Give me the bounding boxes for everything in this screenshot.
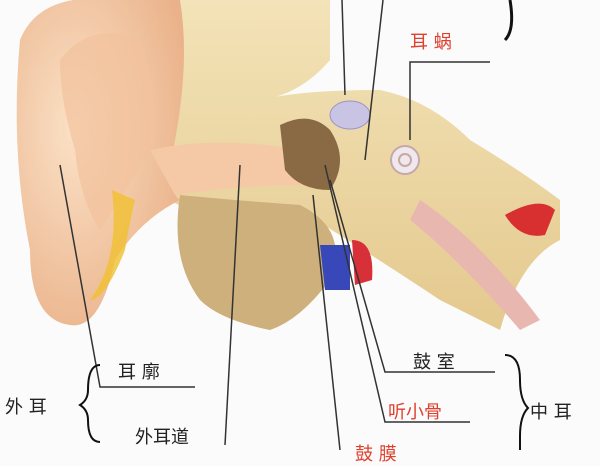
label-tympanic-cavity: 鼓 室 [413,352,455,373]
cochlea-shape [390,145,420,175]
label-auricle: 耳 廓 [118,362,160,383]
label-cochlea: 耳 蜗 [410,32,452,53]
soft-tissue [177,195,336,330]
outer-ear-bracket [78,364,101,443]
ear-canal-shape [150,142,310,195]
tympanic-cavity-shape [280,118,340,190]
cochlea-bracket [503,0,514,42]
label-eardrum: 鼓 膜 [355,444,397,465]
label-ossicles: 听小骨 [388,402,442,423]
label-outer-ear: 外 耳 [5,397,47,418]
middle-ear-bracket [504,354,530,450]
label-ear-canal: 外耳道 [135,427,189,448]
label-middle-ear: 中 耳 [530,402,572,423]
ear-anatomy-illustration [16,0,560,450]
